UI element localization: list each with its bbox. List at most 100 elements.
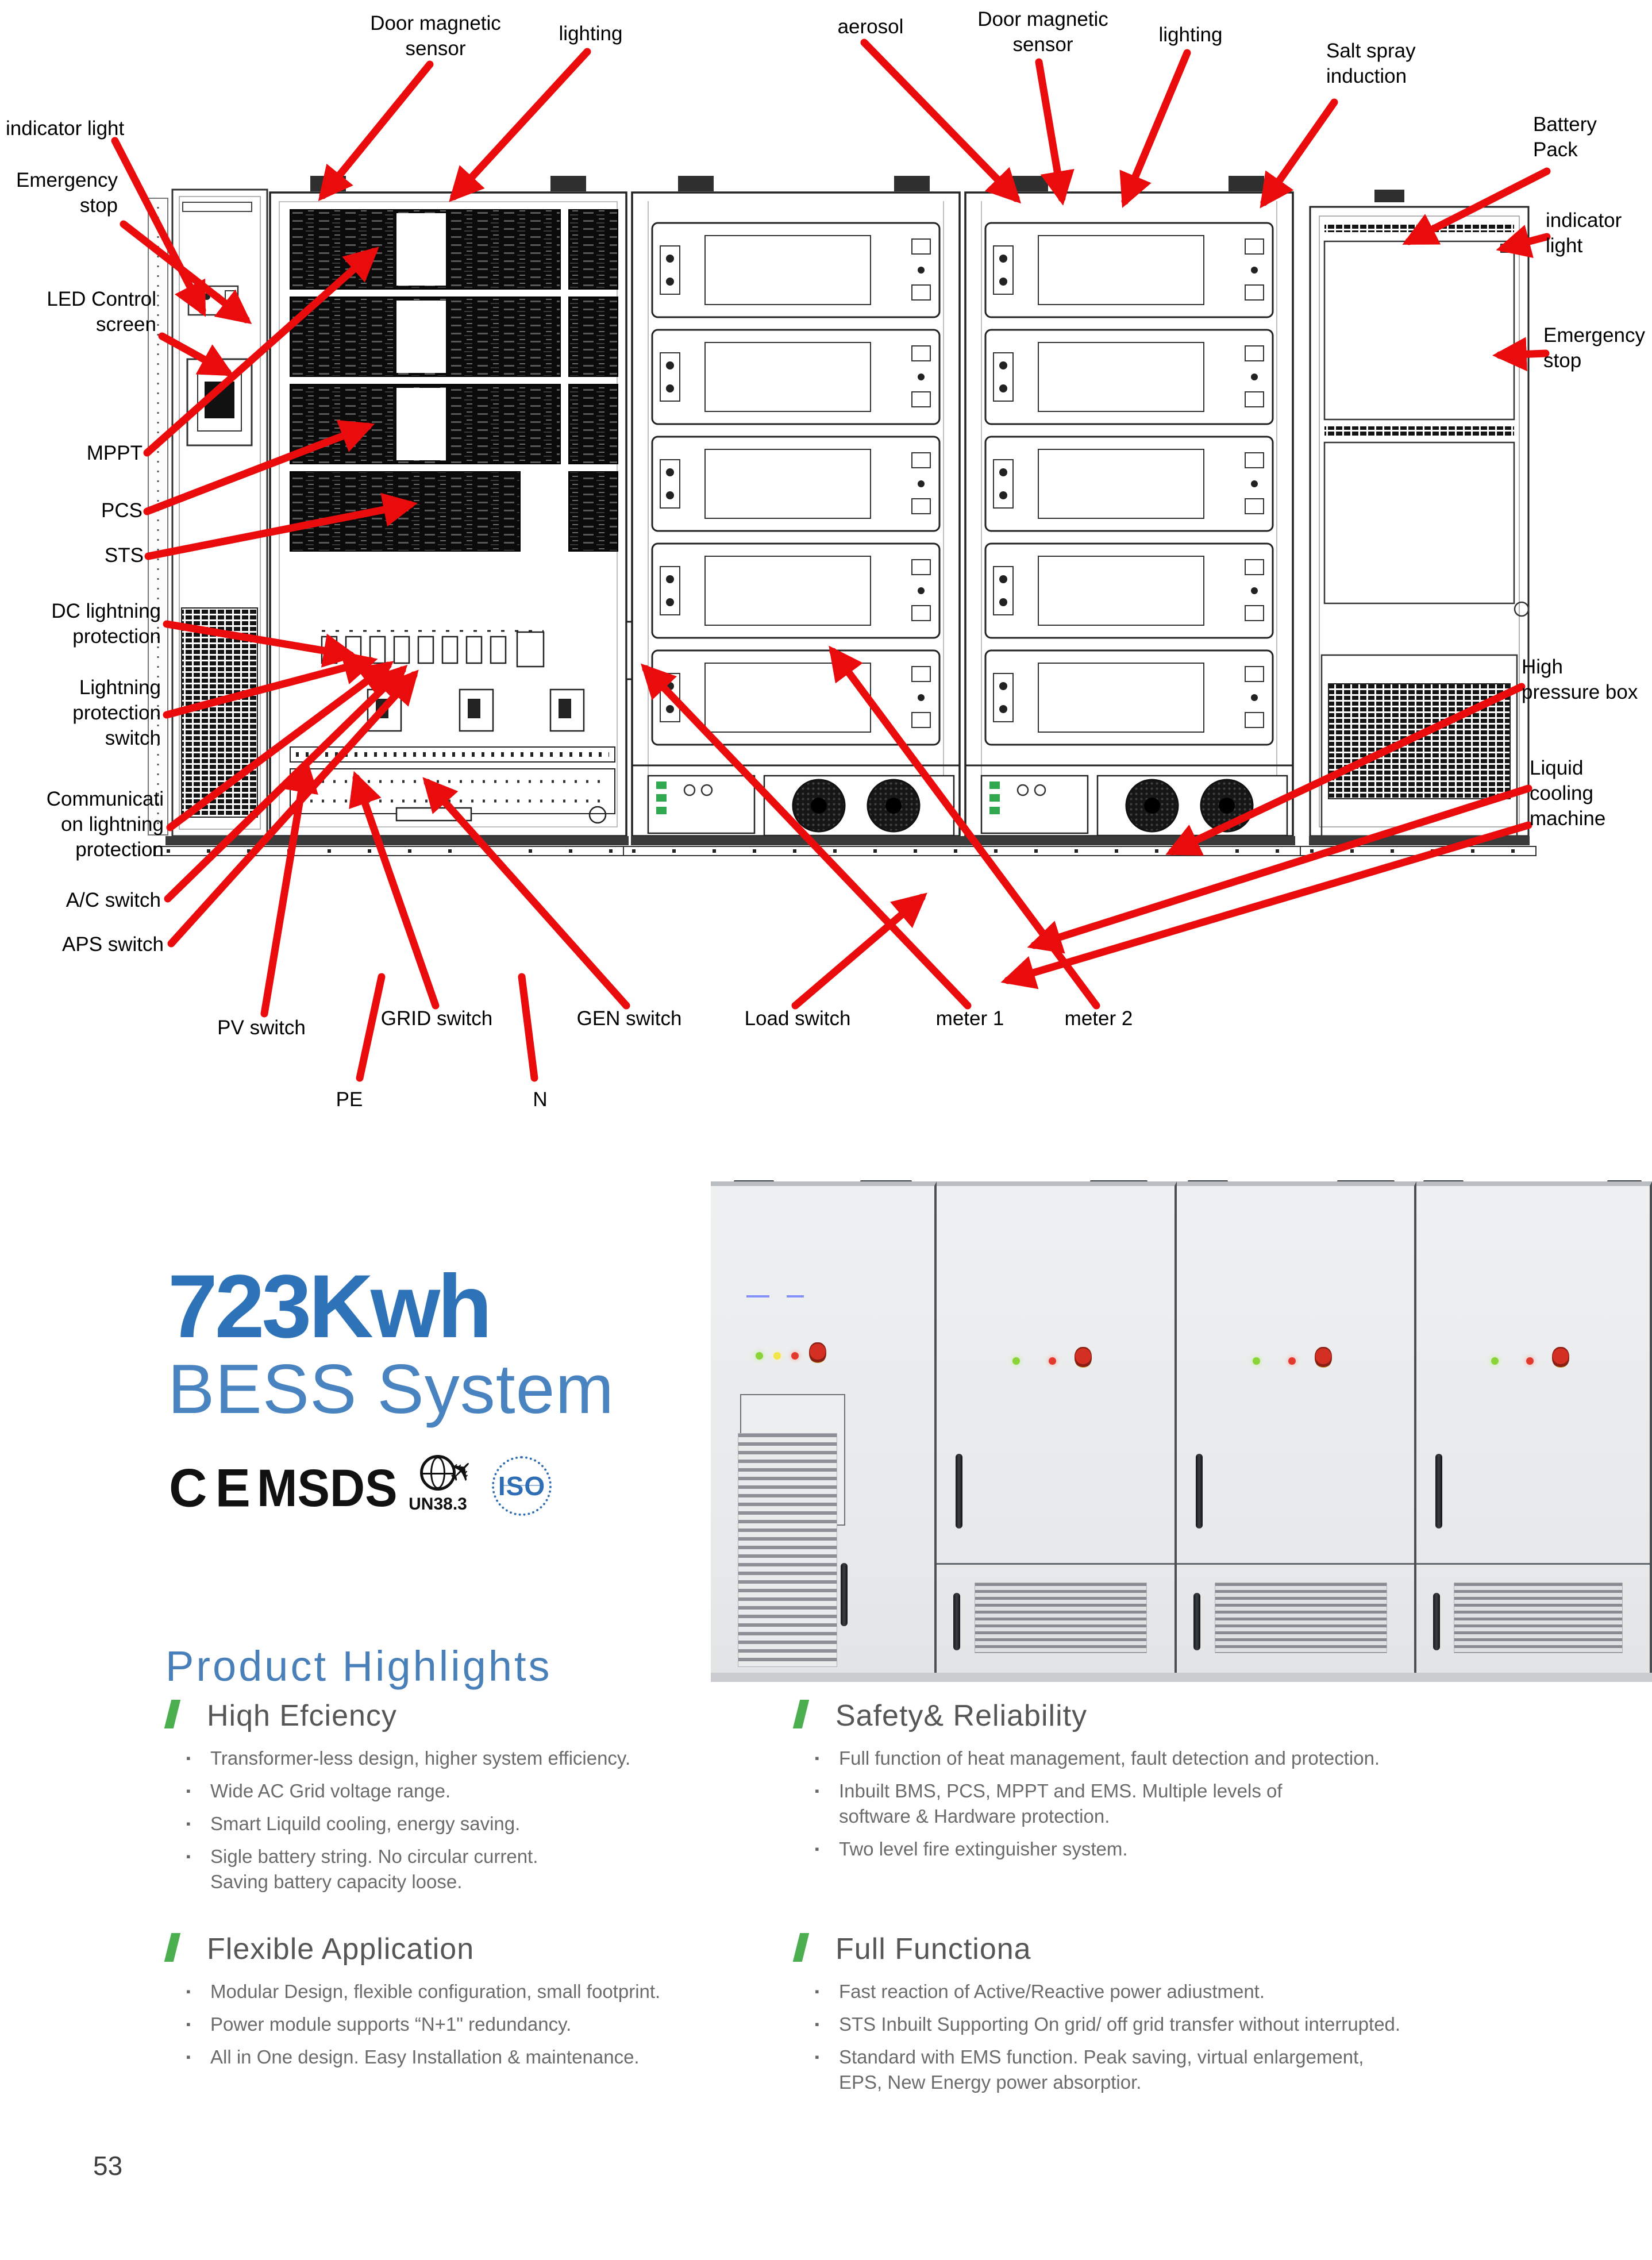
section-bullet-list: Transformer-less design, higher system e…: [165, 1746, 793, 1895]
diagram-arrow-meter-1: [641, 663, 972, 1010]
diagram-label-lighting-2: lighting: [1159, 24, 1223, 46]
diagram-label-indicator-light-left: indicator light: [6, 117, 124, 140]
diagram-arrow-high-pressure-box: [1165, 683, 1526, 856]
blue-label-sticker: [787, 1295, 804, 1298]
photo-floor: [711, 1673, 1652, 1682]
bullet-item: Sigle battery string. No circular curren…: [165, 1844, 793, 1895]
diagram-arrow-meter-2: [829, 645, 1100, 1010]
diagram-label-lighting-1: lighting: [559, 22, 623, 45]
section-high-efficiency: Hiqh EfciencyTransformer-less design, hi…: [164, 1699, 793, 1902]
diagram-label-mppt: MPPT: [87, 442, 143, 464]
page-number: 53: [93, 2151, 123, 2181]
diagram-arrow-liquid-cooling-machine: [1027, 784, 1532, 954]
photo-cabinet-4: [1416, 1181, 1652, 1682]
msds-logo: MSDS: [257, 1459, 398, 1518]
panel-divider: [1416, 1562, 1650, 1565]
louver-vent: [975, 1583, 1147, 1654]
blue-label-sticker: [746, 1295, 770, 1298]
bullet-item: Wide AC Grid voltage range.: [165, 1778, 793, 1804]
lower-door-handle[interactable]: [1432, 1592, 1440, 1650]
diagram-label-sts: STS: [105, 544, 144, 567]
diagram-arrow-indicator-light-right: [1496, 225, 1551, 259]
emergency-stop-button[interactable]: [1551, 1347, 1569, 1368]
diagram-label-n: N: [533, 1088, 547, 1111]
section-bullet-list: Modular Design, flexible configuration, …: [165, 1979, 793, 2070]
diagram-arrow-gen-switch: [422, 777, 630, 1010]
bullet-item: Transformer-less design, higher system e…: [165, 1746, 793, 1771]
diagram-arrow-indicator-light-left: [111, 137, 206, 317]
door-vent: [181, 607, 258, 818]
bullet-item: Two level fire extinguisher system.: [794, 1837, 1622, 1862]
diagram-arrow-lighting-1: [449, 48, 591, 202]
section-bullet-list: Full function of heat management, fault …: [794, 1746, 1622, 1862]
bullet-item: STS Inbuilt Supporting On grid/ off grid…: [794, 2012, 1622, 2037]
section-title-high-efficiency: Hiqh Efciency: [207, 1699, 397, 1732]
emergency-stop-button[interactable]: [1314, 1347, 1332, 1368]
door-handle[interactable]: [1195, 1454, 1203, 1529]
panel-divider: [1176, 1562, 1415, 1565]
diagram-arrow-lighting-2: [1119, 49, 1191, 208]
louver-vent: [1214, 1583, 1387, 1654]
diagram-arrow-led-control-screen: [158, 332, 234, 376]
liquid-cooling-radiator: [1328, 683, 1511, 799]
diagram-arrow-pe: [356, 973, 386, 1082]
lower-door-handle[interactable]: [953, 1592, 961, 1650]
red-indicator-light: [1288, 1357, 1296, 1365]
diagram-arrow-liquid-cooling-machine: [1000, 821, 1532, 990]
diagram-arrow-n: [518, 973, 538, 1082]
red-indicator-light: [1048, 1357, 1056, 1365]
diagram-arrow-lightning-protection-switch: [163, 651, 378, 719]
diagram-arrow-aps-switch: [167, 669, 419, 948]
product-photo: ⚠: [711, 1180, 1652, 1682]
door-handle[interactable]: [840, 1562, 848, 1626]
section-accent-bar: [792, 1933, 810, 1962]
louver-vent: [1454, 1583, 1623, 1654]
photo-cabinet-3: [1176, 1181, 1417, 1682]
diagram-arrow-door-magnetic-sensor-1: [318, 60, 434, 202]
diagram-arrow-door-magnetic-sensor-2: [1035, 58, 1075, 206]
diagram-arrow-communication-lightning-protection: [166, 661, 394, 831]
diagram-arrow-grid-switch: [349, 771, 440, 1010]
green-indicator-light: [1491, 1357, 1499, 1365]
diagram-label-load-switch: Load switch: [745, 1007, 851, 1030]
section-title-full-function: Full Functiona: [835, 1932, 1031, 1966]
section-title-flexible-application: Flexible Application: [207, 1932, 475, 1966]
iso-logo: ISO: [492, 1456, 552, 1516]
bullet-item: All in One design. Easy Installation & m…: [165, 2045, 793, 2070]
bullet-item: Fast reaction of Active/Reactive power a…: [794, 1979, 1622, 2004]
diagram-arrow-aerosol: [860, 38, 1022, 204]
emergency-stop-button[interactable]: [809, 1342, 827, 1363]
airplane-icon: ✈: [441, 1451, 483, 1492]
lower-door-handle[interactable]: [1193, 1592, 1200, 1650]
diagram-label-pv-switch: PV switch: [217, 1017, 306, 1039]
photo-cabinet-2: [937, 1181, 1177, 1682]
battery-cabinet-2: [964, 191, 1294, 837]
red-indicator-light: [791, 1352, 799, 1360]
photo-cabinet-control: ⚠: [711, 1181, 937, 1682]
door-handle[interactable]: [1435, 1454, 1442, 1529]
diagram-label-aps-switch: APS switch: [62, 933, 164, 956]
ce-mark-logo: CE: [169, 1458, 259, 1519]
red-indicator-light: [1526, 1357, 1534, 1365]
diagram-label-pe: PE: [336, 1088, 363, 1111]
emergency-stop-button[interactable]: [1075, 1347, 1092, 1368]
left-door-edge: [148, 198, 168, 836]
bullet-item: Modular Design, flexible configuration, …: [165, 1979, 793, 2004]
capacity-headline: 723Kwh: [168, 1257, 492, 1357]
bullet-item: Smart Liquild cooling, energy saving.: [165, 1811, 793, 1837]
diagram-arrow-pcs: [143, 419, 375, 515]
product-name: BESS System: [168, 1350, 615, 1428]
door-handle[interactable]: [956, 1454, 963, 1529]
diagram-arrow-battery-pack: [1402, 167, 1551, 245]
